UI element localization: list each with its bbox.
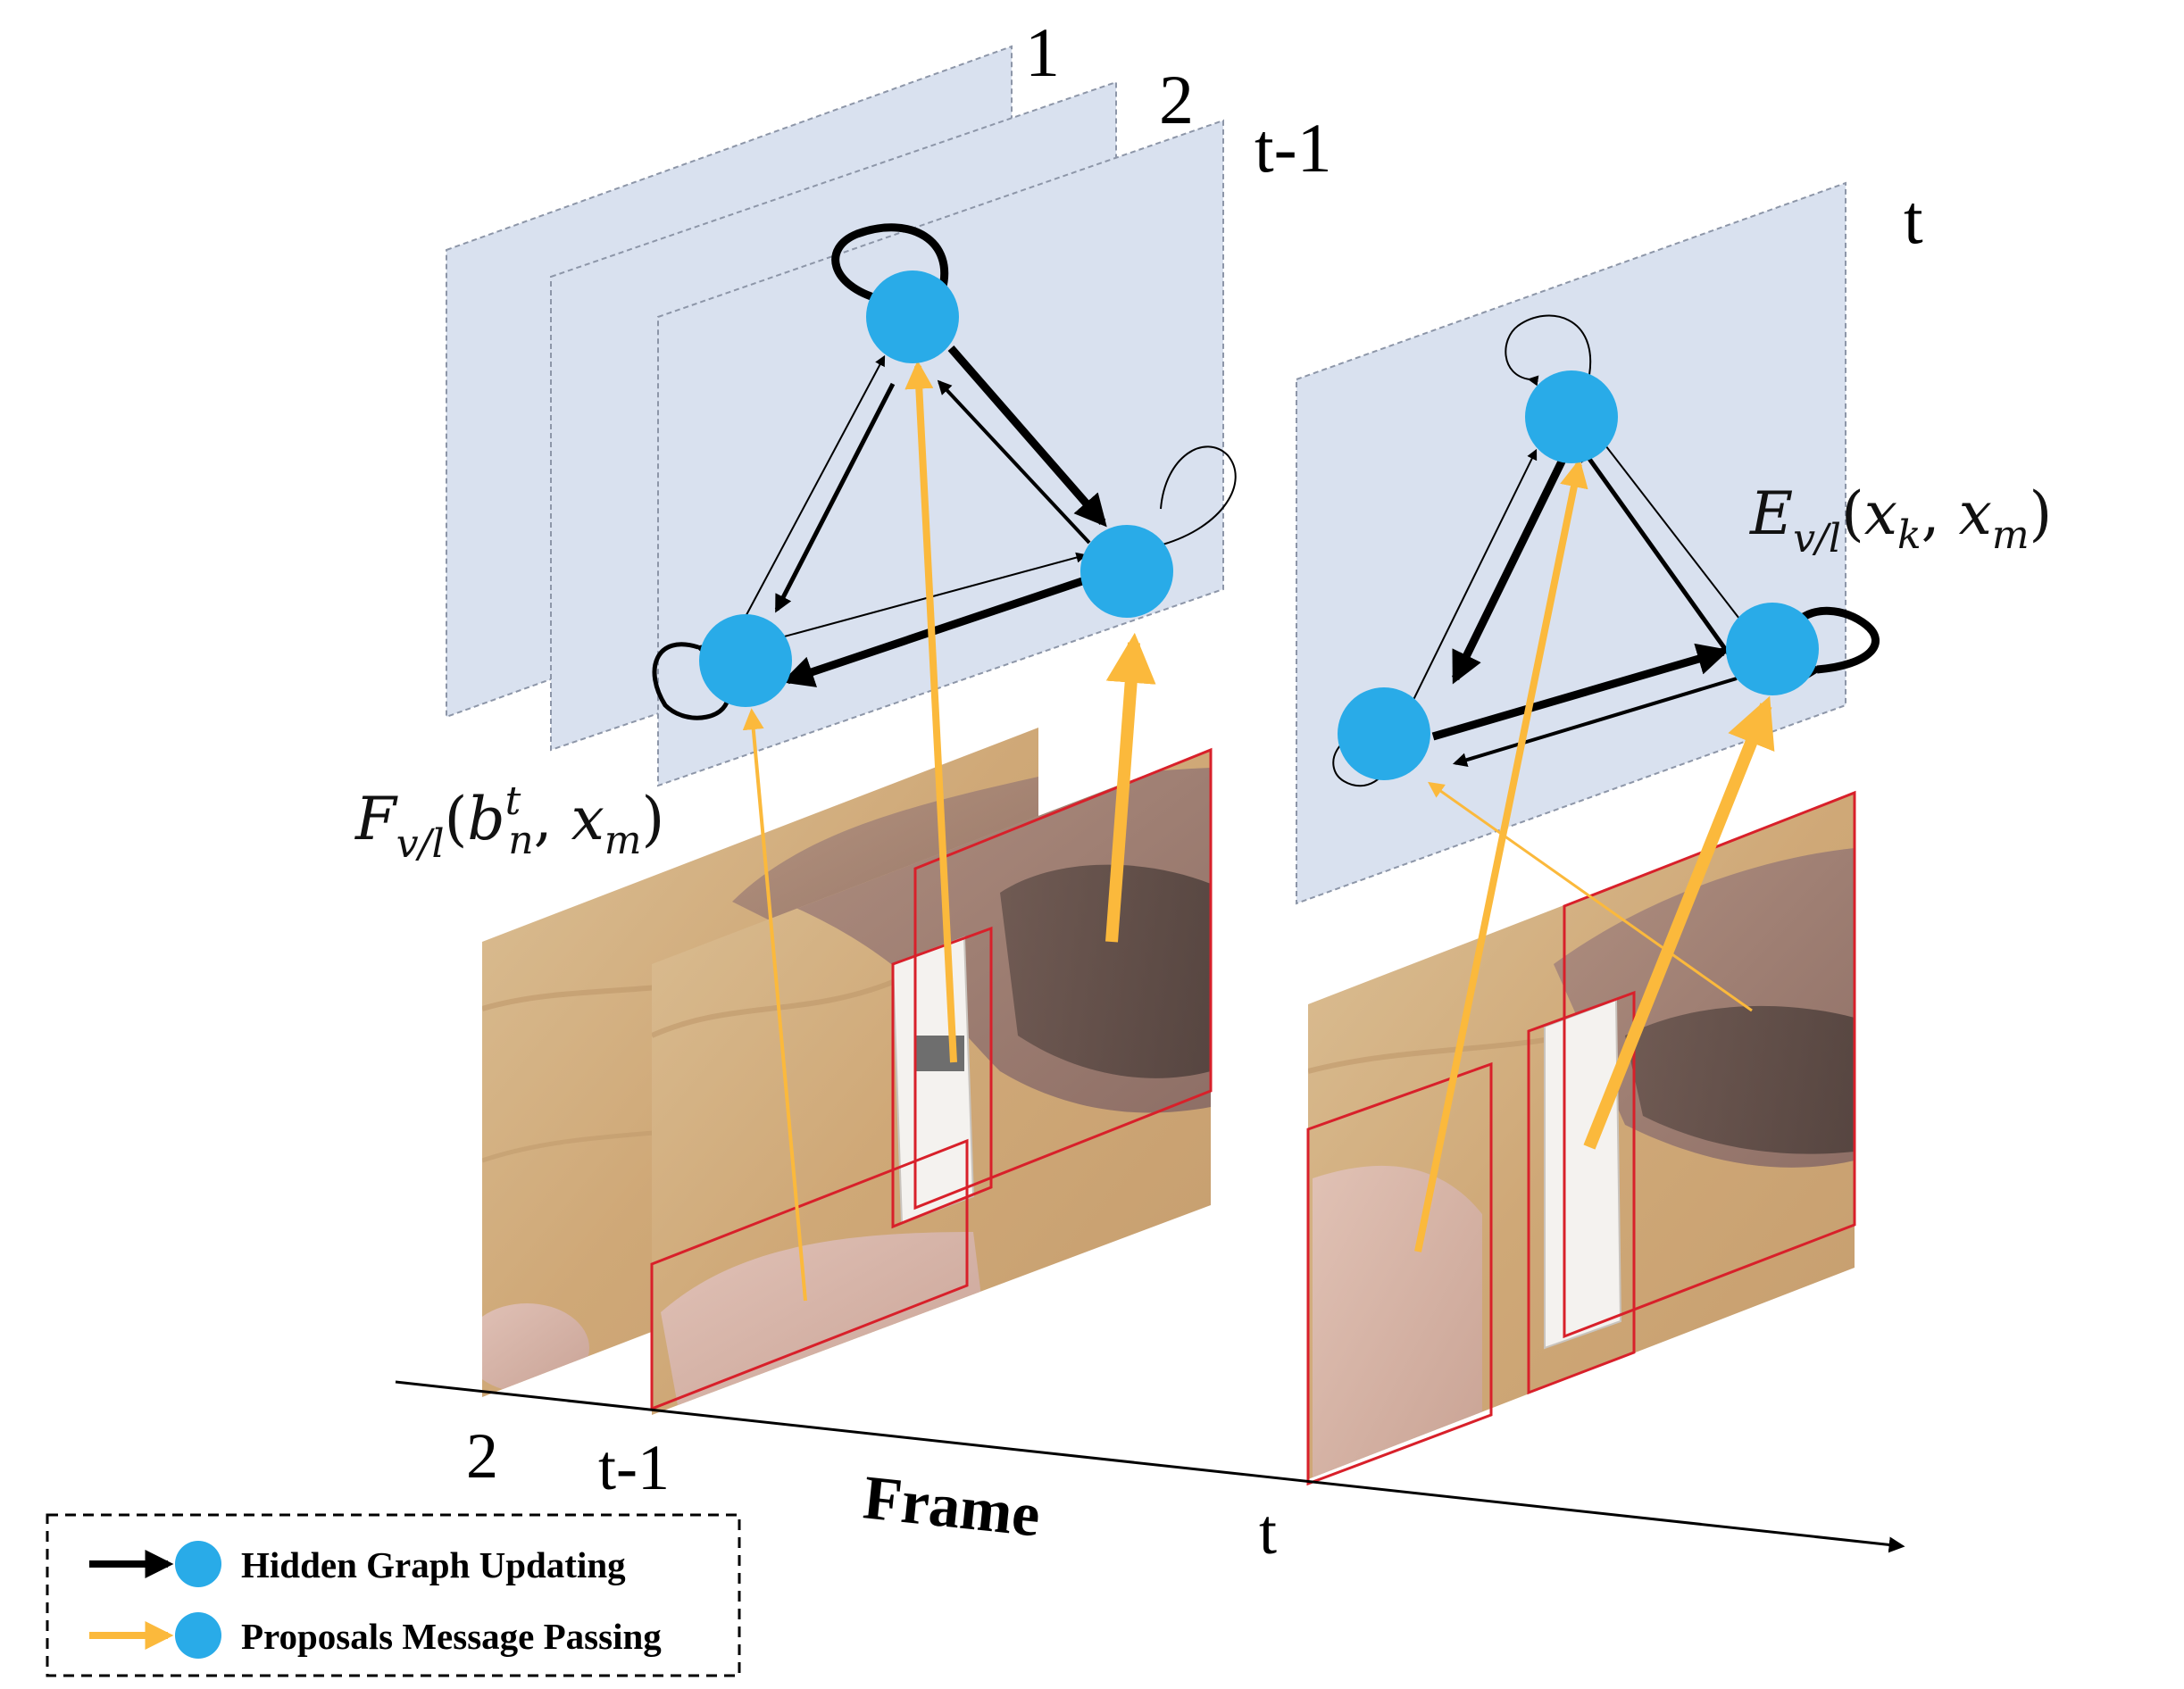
graph-edges-t-minus-1 (652, 223, 1237, 720)
layer-label-t-minus-1: t-1 (1255, 109, 1332, 187)
legend-item-hidden-graph-updating: Hidden Graph Updating (89, 1541, 626, 1587)
graph-nodes-t-minus-1 (699, 270, 1173, 707)
axis-tick-t-minus-1: t-1 (598, 1432, 670, 1503)
legend-node-icon (175, 1541, 221, 1587)
graph-plane-t-minus-1 (657, 119, 1224, 787)
axis-tick-t: t (1259, 1496, 1277, 1568)
layer-label-t: t (1904, 180, 1923, 258)
node-left (699, 614, 792, 707)
node-top (866, 270, 959, 363)
message-arrows (742, 360, 1775, 1302)
proposal-box-group-t-minus-1 (650, 747, 1213, 1411)
video-frame-t (1306, 790, 1856, 1486)
graph-edges-t (1332, 314, 1880, 787)
legend-label-proposals-message-passing: Proposals Message Passing (241, 1616, 662, 1657)
node-right (1080, 525, 1173, 618)
legend-item-proposals-message-passing: Proposals Message Passing (89, 1612, 662, 1659)
legend-label-hidden-graph-updating: Hidden Graph Updating (241, 1544, 626, 1585)
legend: Hidden Graph Updating Proposals Message … (46, 1513, 741, 1677)
layer-label-1: 1 (1025, 13, 1060, 91)
node-right (1726, 603, 1819, 695)
node-top (1525, 370, 1618, 463)
graph-plane-t (1296, 181, 1846, 905)
proposal-box-group-t (1306, 790, 1856, 1486)
axis-tick-2: 2 (466, 1420, 498, 1492)
graph-nodes-t (1338, 370, 1819, 780)
node-left (1338, 687, 1430, 780)
axis-title: Frame (860, 1463, 1043, 1550)
layer-label-2: 2 (1159, 61, 1194, 138)
edge-function-formula: Ev/l(xk, xm) (1749, 479, 2052, 562)
legend-node-icon (175, 1612, 221, 1659)
frame-axis: 2 t-1 t Frame (395, 1380, 1905, 1568)
